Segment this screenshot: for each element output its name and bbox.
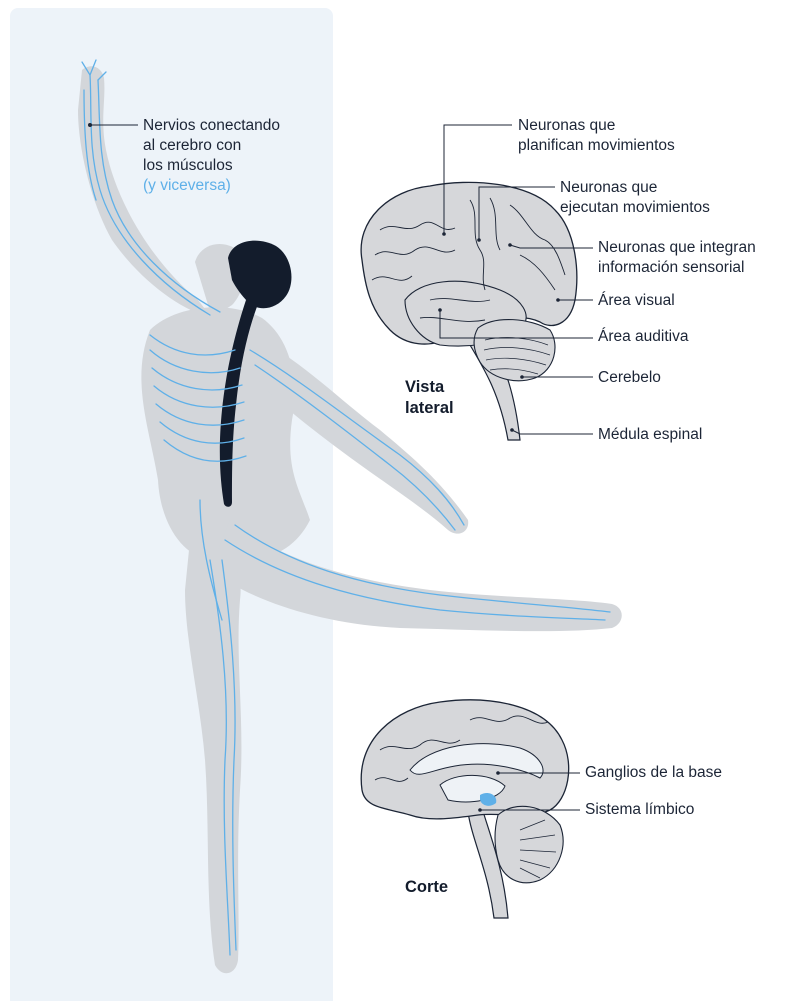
label-integran-line1: Neuronas que integran	[598, 238, 756, 258]
heading-corte: Corte	[405, 877, 448, 898]
label-nervios-line4: (y viceversa)	[143, 176, 280, 196]
label-area-visual: Área visual	[598, 291, 675, 311]
label-planifican: Neuronas que planifican movimientos	[518, 116, 675, 156]
corte-brain	[361, 700, 580, 918]
heading-vista-lateral-line2: lateral	[405, 398, 454, 419]
label-ganglios: Ganglios de la base	[585, 763, 722, 783]
label-integran-line2: información sensorial	[598, 258, 756, 278]
heading-vista-lateral-line1: Vista	[405, 377, 454, 398]
label-sistema-limbico: Sistema límbico	[585, 800, 694, 820]
label-ejecutan-line2: ejecutan movimientos	[560, 198, 710, 218]
label-integran: Neuronas que integran información sensor…	[598, 238, 756, 278]
label-ejecutan-line1: Neuronas que	[560, 178, 710, 198]
label-ejecutan: Neuronas que ejecutan movimientos	[560, 178, 710, 218]
label-planifican-line1: Neuronas que	[518, 116, 675, 136]
label-medula-espinal: Médula espinal	[598, 425, 702, 445]
label-nervios-line2: al cerebro con	[143, 136, 280, 156]
label-nervios: Nervios conectando al cerebro con los mú…	[143, 116, 280, 196]
label-nervios-line3: los músculos	[143, 156, 280, 176]
label-nervios-line1: Nervios conectando	[143, 116, 280, 136]
lateral-brain	[361, 125, 593, 440]
label-cerebelo: Cerebelo	[598, 368, 661, 388]
label-area-auditiva: Área auditiva	[598, 327, 688, 347]
label-planifican-line2: planifican movimientos	[518, 136, 675, 156]
heading-vista-lateral: Vista lateral	[405, 377, 454, 419]
